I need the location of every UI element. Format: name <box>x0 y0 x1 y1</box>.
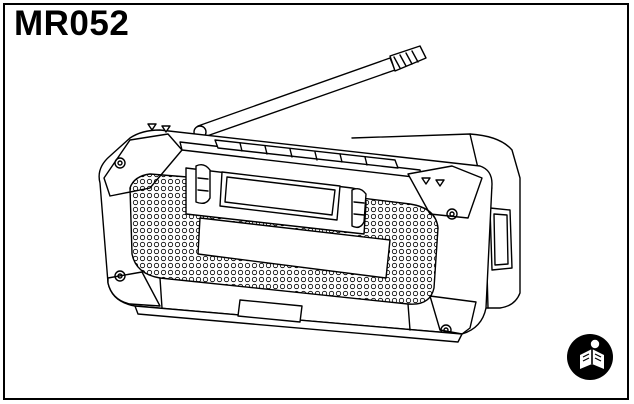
page-frame <box>3 3 629 400</box>
read-manual-icon <box>567 334 613 380</box>
radio-illustration <box>98 45 521 343</box>
model-title: MR052 <box>14 4 130 43</box>
